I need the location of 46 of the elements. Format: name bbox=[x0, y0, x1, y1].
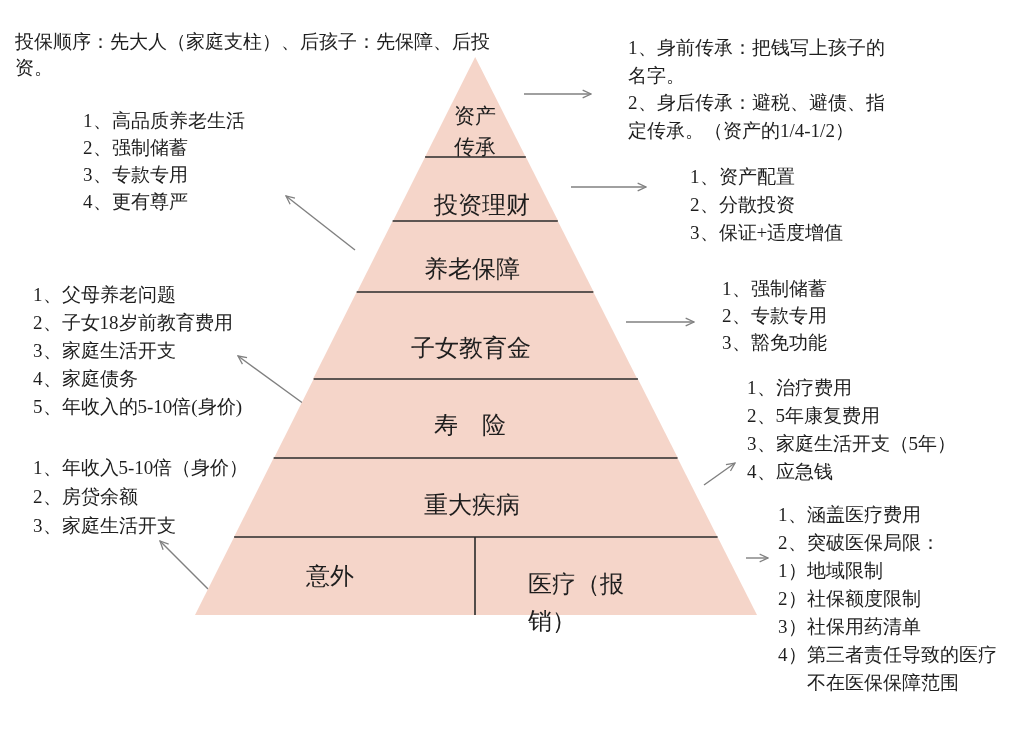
list-item: 1、高品质养老生活 bbox=[83, 108, 245, 133]
list-item: 3、保证+适度增值 bbox=[690, 221, 844, 245]
list-item: 2）社保额度限制 bbox=[778, 587, 921, 611]
arrow bbox=[523, 89, 592, 99]
list-item: 3、豁免功能 bbox=[722, 330, 827, 355]
tier-label: 养老保障 bbox=[424, 254, 520, 284]
list-item: 4）第三者责任导致的医疗不在医保保障范围 bbox=[778, 643, 998, 695]
list-item: 3、家庭生活开支 bbox=[33, 513, 176, 538]
arrow bbox=[570, 182, 647, 192]
list-item: 2、身后传承：避税、避债、指定传承。（资产的1/4-1/2） bbox=[628, 91, 886, 144]
list-item: 2、分散投资 bbox=[690, 193, 795, 217]
list-item: 1）地域限制 bbox=[778, 559, 883, 583]
list-item: 3、家庭生活开支 bbox=[33, 339, 176, 363]
list-item: 2、专款专用 bbox=[722, 303, 827, 328]
list-item: 4、更有尊严 bbox=[83, 189, 188, 214]
arrow bbox=[745, 553, 769, 563]
list-item: 3、家庭生活开支（5年） bbox=[747, 432, 956, 456]
arrow bbox=[159, 540, 209, 590]
list-item: 1、父母养老问题 bbox=[33, 283, 176, 307]
tier-label: 医疗（报销） bbox=[528, 569, 626, 636]
tier-label: 投资理财 bbox=[434, 190, 530, 220]
list-item: 1、资产配置 bbox=[690, 165, 795, 189]
list-item: 1、涵盖医疗费用 bbox=[778, 503, 921, 527]
list-item: 1、治疗费用 bbox=[747, 376, 852, 400]
list-item: 2、5年康复费用 bbox=[747, 404, 880, 428]
tier-label: 寿 险 bbox=[434, 410, 506, 440]
tier-label: 意外 bbox=[306, 561, 354, 591]
list-item: 1、强制储蓄 bbox=[722, 276, 827, 301]
list-item: 1、身前传承：把钱写上孩子的名字。 bbox=[628, 36, 886, 88]
list-item: 2、强制储蓄 bbox=[83, 135, 188, 160]
list-item: 1、年收入5-10倍（身价） bbox=[33, 455, 249, 480]
tier-label: 重大疾病 bbox=[424, 490, 520, 520]
list-item: 5、年收入的5-10倍(身价) bbox=[33, 395, 242, 419]
tier-label: 资产传承 bbox=[453, 103, 497, 160]
list-item: 2、房贷余额 bbox=[33, 484, 138, 509]
list-item: 4、家庭债务 bbox=[33, 367, 138, 391]
list-item: 2、子女18岁前教育费用 bbox=[33, 311, 233, 335]
note-text: 投保顺序：先大人（家庭支柱）、后孩子：先保障、后投资。 bbox=[15, 30, 491, 80]
tier-label: 子女教育金 bbox=[411, 333, 531, 363]
list-item: 2、突破医保局限： bbox=[778, 531, 940, 555]
arrow bbox=[285, 195, 356, 251]
list-item: 3）社保用药清单 bbox=[778, 615, 921, 639]
arrow bbox=[625, 317, 695, 327]
list-item: 3、专款专用 bbox=[83, 162, 188, 187]
arrow bbox=[703, 462, 736, 486]
list-item: 4、应急钱 bbox=[747, 460, 833, 484]
